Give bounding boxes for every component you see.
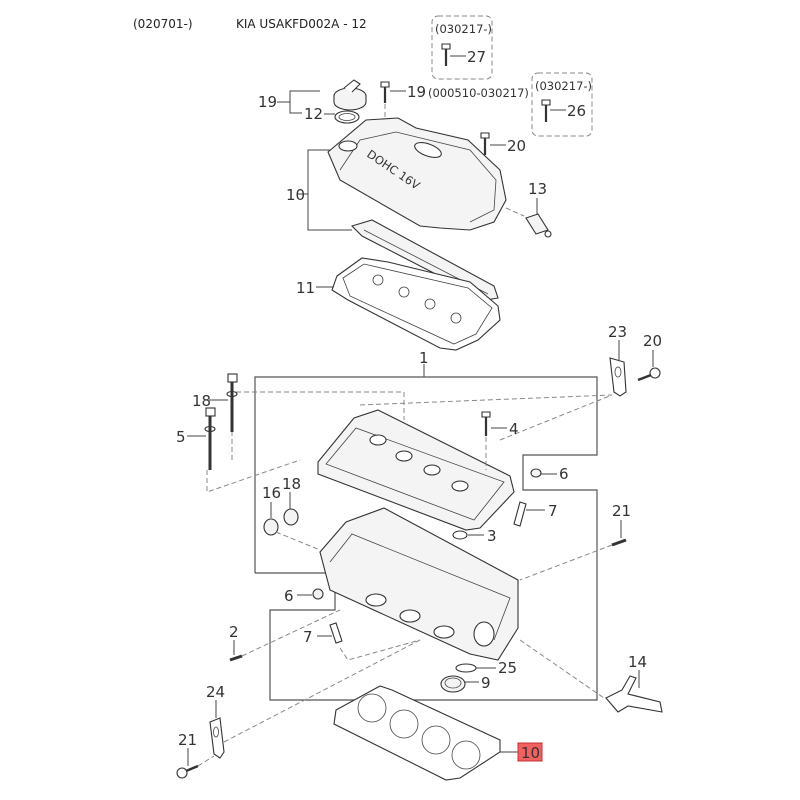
callout-11[interactable]: 12 <box>304 105 323 123</box>
valve-cover-gasket <box>331 257 501 351</box>
callout-18-left[interactable]: 16 <box>262 484 281 502</box>
callout-20-lower[interactable]: 21 <box>178 731 197 749</box>
callout-26[interactable]: 26 <box>567 102 586 120</box>
callout-13[interactable]: 13 <box>528 180 547 198</box>
bolt-4 <box>481 411 491 470</box>
callout-23[interactable]: 23 <box>608 323 627 341</box>
callout-12[interactable]: 10 <box>521 744 540 762</box>
callout-14[interactable]: 14 <box>628 653 647 671</box>
cap-6-right <box>530 468 542 478</box>
seal-3 <box>452 530 468 540</box>
bolt-icon <box>541 99 551 122</box>
water-pipe-14 <box>519 639 663 713</box>
head-bolt-5 <box>204 407 216 470</box>
bracket-24 <box>209 717 225 759</box>
callout-7-right[interactable]: 7 <box>548 502 558 520</box>
callout-19-lower[interactable]: 20 <box>507 137 526 155</box>
bolt-icon <box>441 43 451 66</box>
callout-8[interactable]: 10 <box>286 186 305 204</box>
part-27-box-note: (030217-) <box>435 22 492 36</box>
header-diagram-title: KIA USAKFD002A - 12 <box>236 17 367 31</box>
plug-18-left <box>263 518 279 536</box>
callout-5[interactable]: 5 <box>176 428 186 446</box>
callout-27[interactable]: 27 <box>467 48 486 66</box>
callout-18-right[interactable]: 18 <box>282 475 301 493</box>
part-26-box-note: (030217-) <box>535 79 592 93</box>
oil-filler-cap <box>333 79 367 111</box>
callout-6-left[interactable]: 6 <box>284 587 294 605</box>
cap-6-left <box>312 588 324 600</box>
stud-21 <box>519 538 627 581</box>
bolt-20-lower <box>176 755 215 779</box>
callout-4[interactable]: 4 <box>509 420 519 438</box>
seal-25 <box>455 663 477 673</box>
callout-16[interactable]: 19 <box>258 93 277 111</box>
bolt-20-upper <box>637 367 661 382</box>
head-bolt-15 <box>226 373 238 432</box>
callout-20-upper[interactable]: 20 <box>643 332 662 350</box>
bolt-19-upper: 19 (000510-030217) <box>380 81 529 180</box>
callout-1[interactable]: 1 <box>419 349 429 367</box>
callout-9[interactable]: 9 <box>481 674 491 692</box>
part-27-box: (030217-) 27 <box>431 15 493 80</box>
callout-7-left[interactable]: 7 <box>303 628 313 646</box>
callout-21[interactable]: 21 <box>612 502 631 520</box>
header-date-code: (020701-) <box>133 17 193 31</box>
callout-19-upper-note: (000510-030217) <box>428 86 529 100</box>
plug-18-right <box>283 508 299 526</box>
part-26-box: (030217-) 26 <box>531 72 593 137</box>
stud-2 <box>229 609 341 662</box>
cylinder-head <box>319 507 519 661</box>
valve-cover: DOHC 16V <box>327 117 507 231</box>
callout-25[interactable]: 25 <box>498 659 517 677</box>
highlighted-part-marker <box>517 742 543 762</box>
callout-2[interactable]: 2 <box>229 623 239 641</box>
cylinder-head-gasket <box>333 685 501 781</box>
bracket-23 <box>609 357 627 397</box>
callout-10[interactable]: 11 <box>296 279 315 297</box>
callout-19-upper[interactable]: 19 <box>407 83 426 101</box>
callout-3[interactable]: 3 <box>487 527 497 545</box>
sensor-13 <box>505 207 552 238</box>
camshaft-carrier <box>317 409 515 531</box>
oil-cap-gasket <box>334 110 360 124</box>
dowel-7-right <box>513 501 527 527</box>
callout-15[interactable]: 18 <box>192 392 211 410</box>
callout-24[interactable]: 24 <box>206 683 225 701</box>
seal-9 <box>440 675 466 693</box>
dowel-7-left <box>329 622 343 644</box>
callout-6-right[interactable]: 6 <box>559 465 569 483</box>
